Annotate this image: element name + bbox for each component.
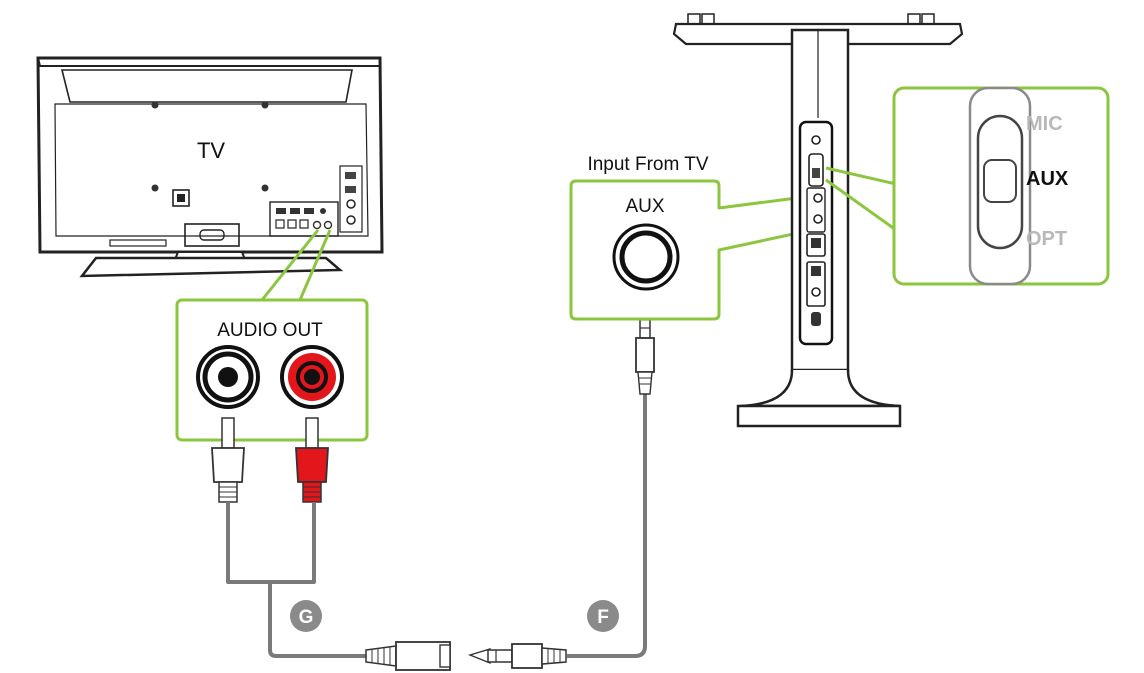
female-35mm-connector (365, 641, 451, 671)
aux-port-label: AUX (625, 196, 664, 217)
aux-callout-box (569, 179, 814, 321)
rca-red-plug (295, 417, 329, 503)
cable-f-badge: F (587, 600, 619, 632)
input-from-tv-heading: Input From TV (587, 154, 708, 175)
cable-g (226, 502, 368, 658)
cable-f-badge-letter: F (597, 607, 609, 628)
rca-white-jack (196, 345, 260, 409)
tv-label: TV (197, 138, 225, 163)
switch-label-aux: AUX (1026, 168, 1069, 190)
cable-g-badge: G (290, 600, 322, 632)
switch-callout-pointer (825, 166, 897, 232)
aux-jack (612, 223, 680, 291)
cable-g-badge-letter: G (299, 607, 314, 628)
cable-f (567, 392, 647, 658)
tv-rear (36, 56, 384, 278)
rca-white-plug (211, 417, 245, 503)
audio-out-callout-pointer (260, 229, 332, 301)
male-35mm-plug (467, 643, 567, 669)
headphone-stand (672, 13, 964, 428)
switch-label-mic: MIC (1026, 113, 1063, 135)
audio-out-label: AUDIO OUT (217, 320, 323, 341)
switch-label-opt: OPT (1026, 228, 1067, 250)
rca-red-jack (280, 345, 344, 409)
input-selector-switch (968, 86, 1032, 286)
